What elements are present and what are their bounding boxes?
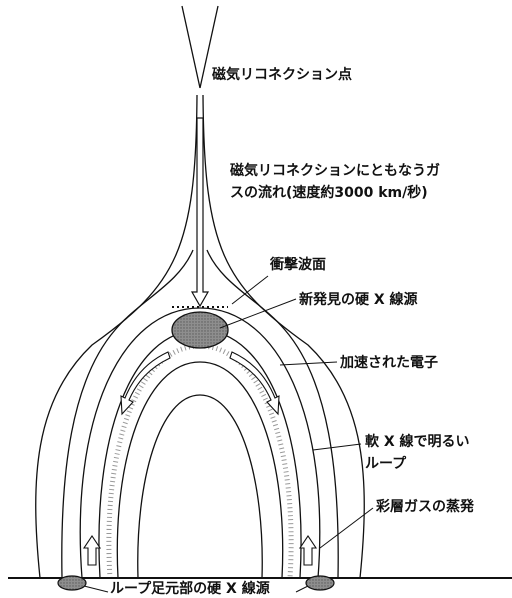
footpoint-source-right bbox=[305, 575, 335, 591]
loop-top-hard-xray-source bbox=[171, 311, 229, 349]
soft-xray-loop-label-line1: 軟 X 線で明るい bbox=[365, 434, 470, 450]
magnetic-loops bbox=[79, 307, 321, 579]
leader-lines bbox=[83, 275, 374, 593]
reconnection-x-lines bbox=[181, 5, 219, 89]
electron-arrows bbox=[120, 351, 280, 416]
gas-flow-label-line2: スの流れ(速度約3000 km/秒) bbox=[230, 185, 428, 201]
footpoint-hard-xray-label: ループ足元部の硬 X 線源 bbox=[110, 581, 270, 597]
gas-flow-arrow bbox=[190, 117, 210, 308]
footpoint-source-left bbox=[57, 575, 87, 591]
chromospheric-evaporation-label: 彩層ガスの蒸発 bbox=[376, 499, 474, 515]
evaporation-arrows bbox=[82, 535, 318, 566]
new-hard-xray-source-label: 新発見の硬 X 線源 bbox=[299, 292, 418, 308]
soft-xray-loop-label-line2: ループ bbox=[365, 456, 407, 472]
gas-flow-label-line1: 磁気リコネクションにともなうガ bbox=[230, 163, 440, 179]
cusp-field-lines bbox=[35, 94, 365, 579]
reconnection-point-label: 磁気リコネクション点 bbox=[212, 67, 352, 83]
shock-front-label: 衝撃波面 bbox=[270, 257, 326, 273]
accelerated-electrons-label: 加速された電子 bbox=[340, 355, 438, 371]
